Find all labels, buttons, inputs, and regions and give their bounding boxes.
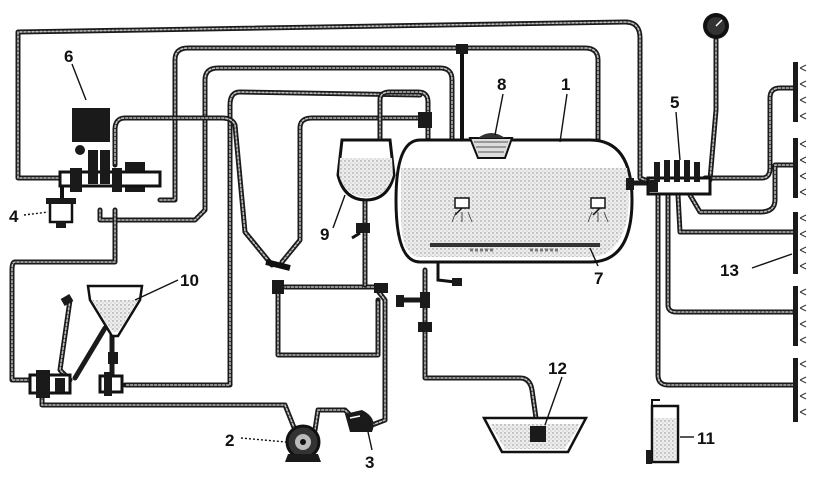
hose-boom-lines <box>655 85 798 388</box>
leader-lines <box>23 63 793 451</box>
pressure-gauge-icon <box>703 13 729 39</box>
hose-accumulator-up <box>282 284 388 428</box>
hose-tank-drain <box>422 267 541 435</box>
label-9: 9 <box>320 225 329 244</box>
fittings <box>265 112 432 332</box>
spray-boom-sections <box>793 62 807 422</box>
label-2: 2 <box>225 431 234 450</box>
boom-section-5 <box>793 358 807 422</box>
label-12: 12 <box>548 359 567 378</box>
hose-lower-loop <box>275 287 381 358</box>
hose-third-loop <box>97 65 455 253</box>
boom-section-4 <box>793 286 807 346</box>
hose-top-outer <box>15 19 653 185</box>
bottom-left-valves <box>28 370 124 398</box>
filler-basket <box>468 133 514 159</box>
boom-section-2 <box>793 138 807 198</box>
hose-vessel-top <box>377 89 431 261</box>
induction-hopper <box>60 284 144 364</box>
label-3: 3 <box>365 453 374 472</box>
tank <box>394 44 634 286</box>
suction-strainer <box>530 426 546 442</box>
label-1: 1 <box>561 75 570 94</box>
label-6: 6 <box>64 47 73 66</box>
nozzle-left-icon <box>454 197 470 209</box>
hose-pump-suction <box>39 389 298 433</box>
distribution-manifold <box>626 160 712 196</box>
boom-section-3 <box>793 212 807 274</box>
label-13: 13 <box>720 261 739 280</box>
label-10: 10 <box>180 271 199 290</box>
control-unit-box <box>72 108 110 142</box>
control-block <box>46 108 162 228</box>
clean-water-canister <box>646 399 680 464</box>
label-5: 5 <box>670 93 679 112</box>
label-7: 7 <box>594 269 603 288</box>
label-11: 11 <box>697 429 715 448</box>
label-4: 4 <box>9 207 19 226</box>
boom-section-1 <box>793 62 807 122</box>
hose-network <box>9 19 798 435</box>
pressure-accumulator <box>345 410 374 432</box>
hose-filter-to-valve <box>9 207 118 383</box>
hose-tee-to-vessel <box>279 115 423 265</box>
hose-gauge-stem <box>707 37 719 183</box>
hose-fourth-loop <box>122 89 423 388</box>
hose-tee-to-block <box>112 115 275 268</box>
suction-bucket <box>481 416 589 454</box>
mixing-vessel <box>336 138 396 240</box>
label-8: 8 <box>497 75 506 94</box>
hose-second-loop <box>157 45 601 203</box>
callout-labels: 1 2 3 4 5 6 7 8 9 10 11 12 13 <box>9 47 739 472</box>
pump <box>285 424 321 462</box>
nozzle-right-icon <box>590 197 606 209</box>
